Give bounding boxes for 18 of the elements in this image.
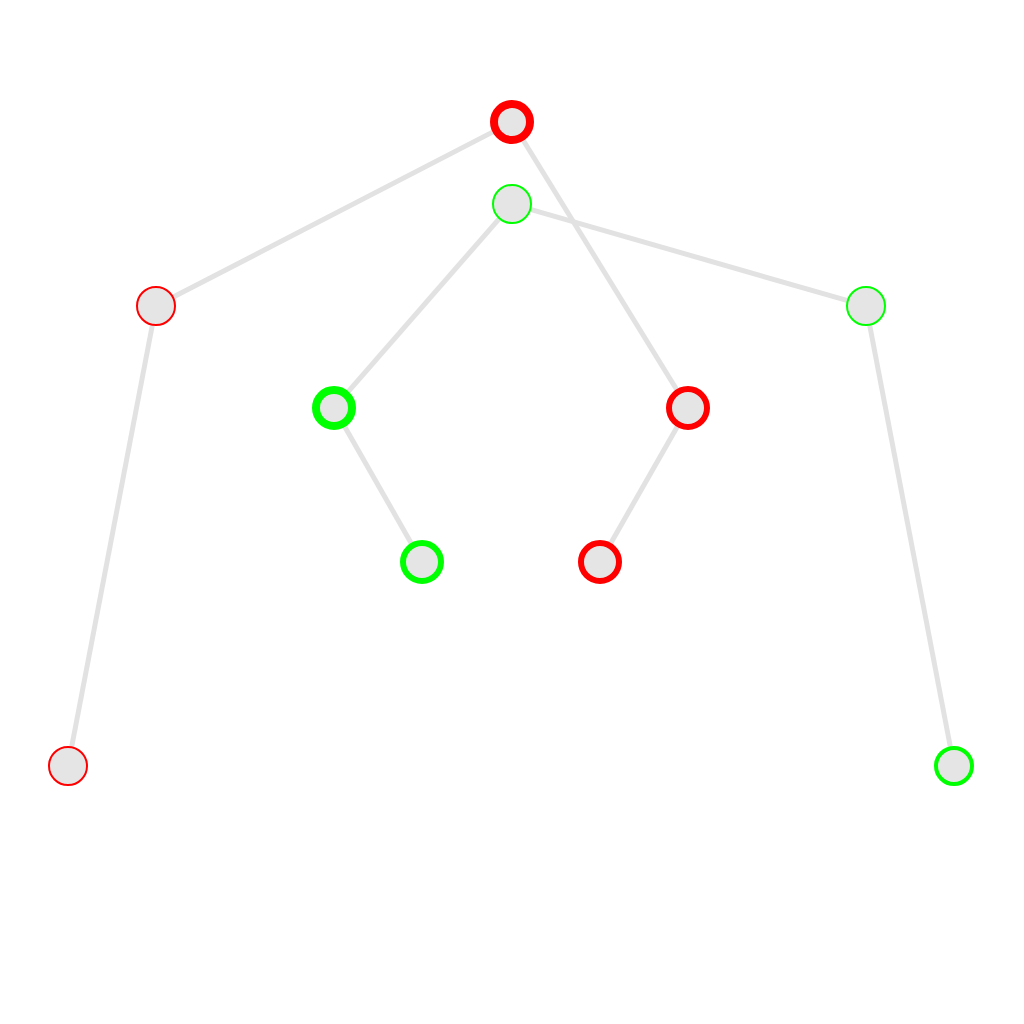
circle-node	[666, 386, 710, 430]
circle-node	[846, 286, 886, 326]
connector-line	[521, 139, 679, 391]
circle-node	[400, 540, 444, 584]
circle-node	[312, 386, 356, 430]
circle-node	[48, 746, 88, 786]
connector-line	[608, 425, 680, 545]
connector-line	[346, 217, 501, 394]
circle-node	[492, 184, 532, 224]
circle-node	[490, 100, 534, 144]
connector-line	[342, 425, 414, 545]
connector-line	[530, 207, 848, 303]
circle-node	[578, 540, 622, 584]
connector-line	[172, 129, 494, 300]
connector-line	[69, 325, 155, 747]
circle-node	[136, 286, 176, 326]
connector-line	[867, 325, 953, 747]
circle-node	[934, 746, 974, 786]
